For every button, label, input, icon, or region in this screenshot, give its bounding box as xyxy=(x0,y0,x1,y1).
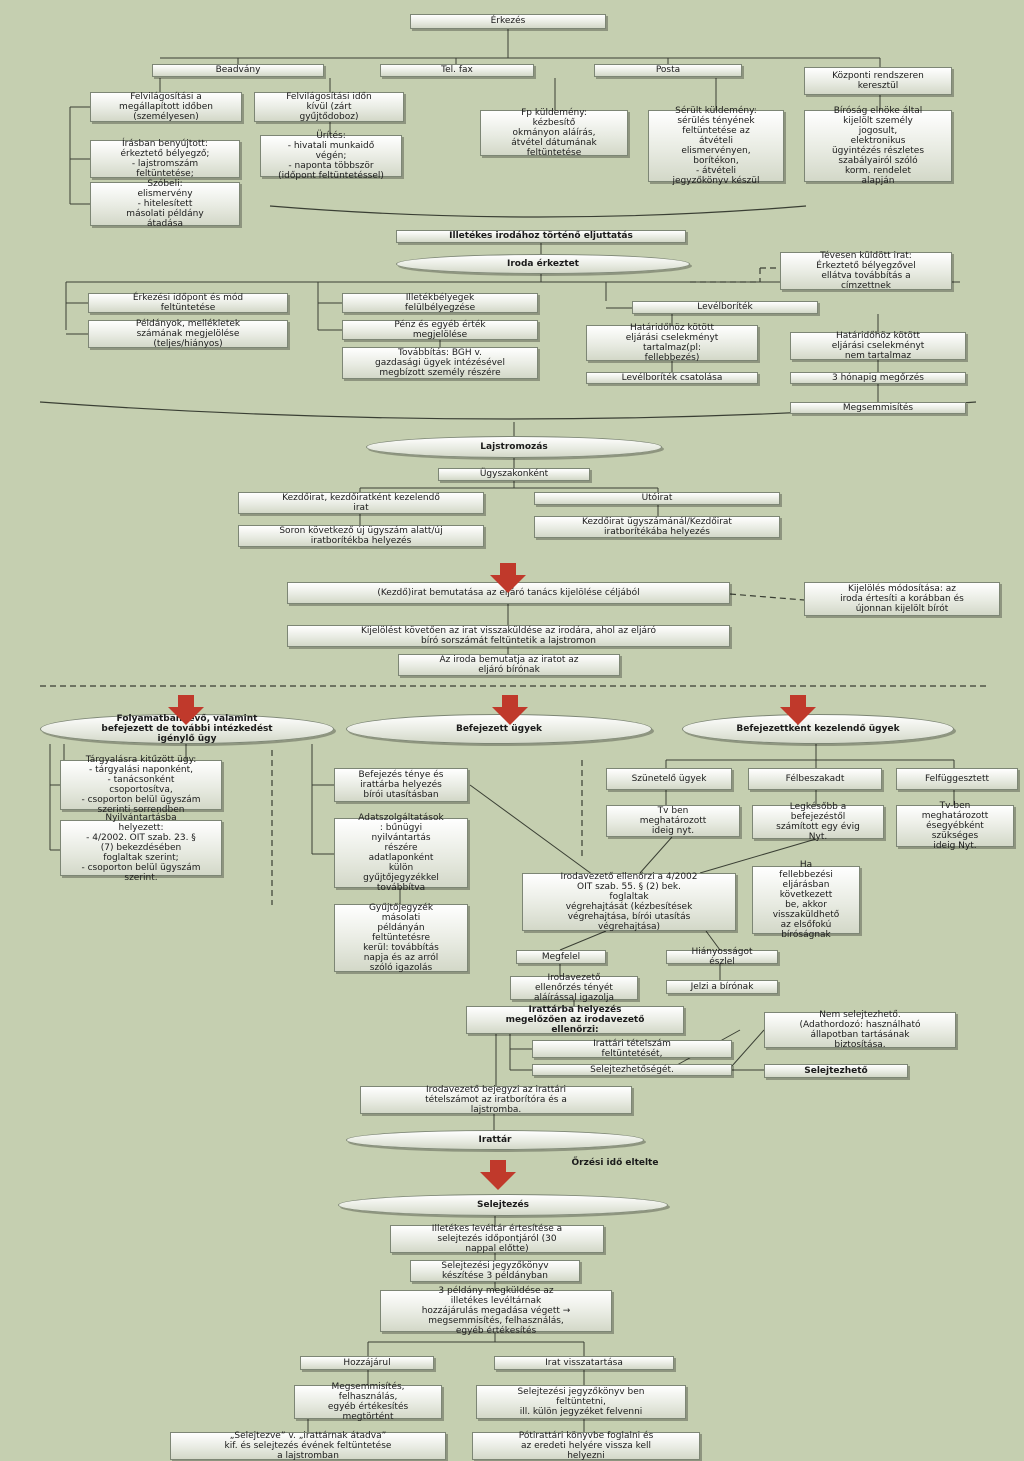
dashed-connector xyxy=(729,593,805,601)
node-penz: Pénz és egyéb érték megjelölése xyxy=(342,320,538,340)
node-gyujto: Gyűjtőjegyzék másolati példányán feltünt… xyxy=(334,903,468,973)
node-targyalasra: Tárgyalásra kitűzött ügy: - tárgyalási n… xyxy=(60,755,222,815)
node-soron: Soron következő új ügyszám alatt/új irat… xyxy=(238,525,484,547)
red-down-arrow-icon xyxy=(490,563,526,593)
node-ugyszakonkent: Ügyszakonként xyxy=(438,468,590,481)
node-lajstromozas: Lajstromozás xyxy=(366,436,662,458)
connector-diagonal xyxy=(705,930,721,951)
node-kezdoirat: Kezdőirat, kezdőiratként kezelendő irat xyxy=(238,492,484,514)
node-posta: Posta xyxy=(594,64,742,77)
node-serult: Sérült küldemény: sérülés tényének feltü… xyxy=(648,106,784,186)
node-adatszolg: Adatszolgáltatások : bűnügyi nyilvántart… xyxy=(334,813,468,893)
node-erkezes: Érkezés xyxy=(410,14,606,29)
node-utoirat: Utóirat xyxy=(534,492,780,505)
connector-diagonal xyxy=(559,930,607,951)
node-tetelszam: Irattári tételszám feltüntetését, xyxy=(532,1039,732,1059)
node-birosag: Bíróság elnöke által kijelölt személy jo… xyxy=(804,106,952,186)
node-megsemmisites1: Megsemmisítés xyxy=(790,402,966,414)
node-peldanyok: Példányok, mellékletek számának megjelöl… xyxy=(88,319,288,349)
node-selejtjk2: Selejtezési jegyzőkönyv ben feltüntetni,… xyxy=(476,1385,686,1419)
node-iratvissza: Irat visszatartása xyxy=(494,1356,674,1370)
node-kijmod: Kijelölés módosítása: az iroda értesíti … xyxy=(804,582,1000,616)
node-kijkovet: Kijelölést követően az irat visszaküldés… xyxy=(287,625,730,647)
red-down-arrow-icon xyxy=(492,695,528,725)
node-megsemmisites2: Megsemmisítés, felhasználás, egyéb érték… xyxy=(294,1382,442,1422)
node-befteny: Befejezés ténye és irattárba helyezés bí… xyxy=(334,768,468,802)
node-nyilvantartas: Nyilvántartásba helyezett: - 4/2002. OIT… xyxy=(60,813,222,883)
node-felbeszakadt: Félbeszakadt xyxy=(748,768,882,790)
node-szunetelo: Szünetelő ügyek xyxy=(606,768,732,790)
node-illleveltar: Illetékes levéltár értesítése a selejtez… xyxy=(390,1224,604,1254)
node-kozponti: Központi rendszeren keresztül xyxy=(804,67,952,95)
node-illbelyeg: Illetékbélyegek felülbélyegzése xyxy=(342,293,538,313)
connector-diagonal xyxy=(639,836,673,874)
connector-diagonal xyxy=(731,1029,765,1067)
node-potirattari: Pótirattári könyvbe foglalni és az erede… xyxy=(472,1431,700,1461)
red-down-arrow-icon xyxy=(780,695,816,725)
node-hatarido2: Határidőhöz kötött eljárási cselekményt … xyxy=(790,331,966,361)
node-honapig: 3 hónapig megőrzés xyxy=(790,372,966,384)
node-irodabem: Az iroda bemutatja az iratot az eljáró b… xyxy=(398,654,620,676)
node-hianyossag: Hiányosságot észlel xyxy=(666,947,778,967)
node-levcsatolas: Levélboríték csatolása xyxy=(586,372,758,384)
node-irattarba: Irattárba helyezés megelőzően az irodave… xyxy=(466,1005,684,1035)
node-irodavez: Irodavezető ellenőrzi a 4/2002 OIT szab.… xyxy=(522,872,736,932)
node-telfax: Tel. fax xyxy=(380,64,534,77)
connector-diagonal xyxy=(699,838,817,874)
connector-diagonal xyxy=(469,784,601,881)
node-tevesen: Tévesen küldött irat: Érkeztető bélyegző… xyxy=(780,251,952,291)
node-ures: Ürítés: - hivatali munkaidő végén; - nap… xyxy=(260,131,402,181)
node-erkidopont: Érkezési időpont és mód feltüntetése xyxy=(88,293,288,313)
node-selejtezve: „Selejtezve” v. „irattárnak átadva” kif.… xyxy=(170,1431,446,1461)
node-tvben2: Tv-ben meghatározott ésegyébként szükség… xyxy=(896,801,1014,851)
node-jelzi: Jelzi a bírónak xyxy=(666,980,778,994)
node-selejtezheto: Selejtezhető xyxy=(764,1064,908,1078)
node-irodaerk: Iroda érkeztet xyxy=(396,254,690,274)
node-hafellebb: Ha fellebbezési eljárásban következett b… xyxy=(752,860,860,940)
red-down-arrow-icon xyxy=(168,695,204,725)
node-irodavezbe: Irodavezető bejegyzi az irattári tételsz… xyxy=(360,1085,632,1115)
node-felvil2: Felvilágosítási időn kívül (zárt gyűjtőd… xyxy=(254,92,404,122)
node-felvil1: Felvilágosítási a megállapított időben (… xyxy=(90,92,242,122)
node-befkezelendo: Befejezettként kezelendő ügyek xyxy=(682,714,954,744)
node-harompeldany: 3 példány megküldése az illetékes levélt… xyxy=(380,1286,612,1336)
brace-curve xyxy=(269,205,807,218)
node-kezdougy: Kezdőirat ügyszámánál/Kezdőirat iratborí… xyxy=(534,516,780,538)
node-selejtjk: Selejtezési jegyzőkönyv készítése 3 péld… xyxy=(410,1260,580,1282)
node-szobeli: Szóbeli: elismervény - hitelesített máso… xyxy=(90,179,240,229)
node-felfuggesztett: Felfüggesztett xyxy=(896,768,1018,790)
node-irattar: Irattár xyxy=(346,1130,644,1150)
red-down-arrow-icon xyxy=(480,1160,516,1190)
node-orzesiido: Őrzési idő eltelte xyxy=(571,1157,659,1168)
node-fpkuld: Fp küldemény: kézbesítő okmányon aláírás… xyxy=(480,108,628,158)
node-tvben1: Tv ben meghatározott ideig nyt. xyxy=(606,805,740,837)
node-tovabbitas: Továbbítás: BGH v. gazdasági ügyek intéz… xyxy=(342,347,538,379)
node-illetekes: Illetékes irodához történő eljuttatás xyxy=(396,230,686,243)
node-hozzajarul: Hozzájárul xyxy=(300,1356,434,1370)
node-ellenorzes: Irodavezető ellenőrzés tényét aláírással… xyxy=(510,973,638,1003)
node-nemselejt: Nem selejtezhető. (Adathordozó: használh… xyxy=(764,1010,956,1050)
node-irasban: Írásban benyújtott: érkeztető bélyegző; … xyxy=(90,139,240,179)
node-megfelel: Megfelel xyxy=(516,950,606,964)
node-hatarido1: Határidőhöz kötött eljárási cselekményt … xyxy=(586,323,758,363)
node-selejtezhetoseg: Selejtezhetőségét. xyxy=(532,1064,732,1076)
node-legkesobb: Legkésőbb a befejezéstől számított egy é… xyxy=(752,802,884,842)
node-selejtezes: Selejtezés xyxy=(338,1194,668,1216)
node-levelboritek: Levélboríték xyxy=(632,301,818,314)
node-beadvany: Beadvány xyxy=(152,64,324,77)
